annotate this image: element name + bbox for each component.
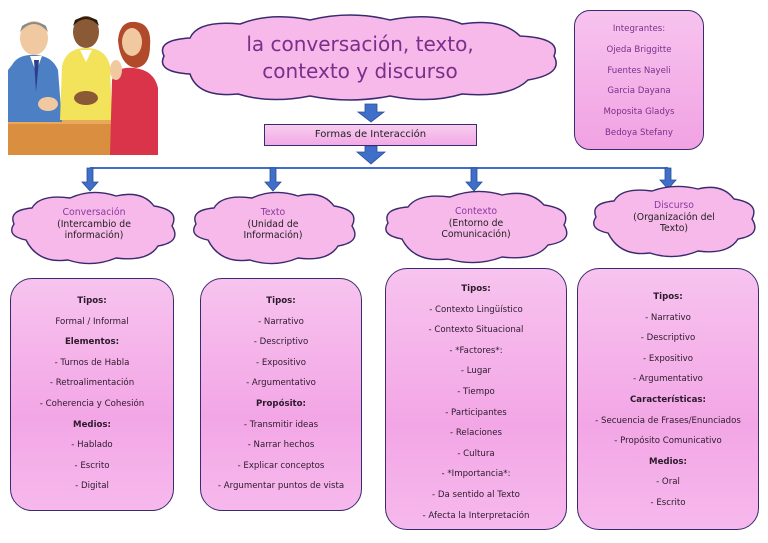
box-line: - Narrar hechos bbox=[247, 440, 315, 451]
box-line: - Afecta la Interpretación bbox=[422, 510, 530, 521]
box-line: - Digital bbox=[75, 481, 109, 492]
title-line-1: la conversación, texto, bbox=[246, 32, 474, 56]
formas-label: Formas de Interacción bbox=[314, 129, 427, 140]
box-line: - Turnos de Habla bbox=[54, 357, 130, 368]
detail-box-conversacion: Tipos: Formal / Informal Elementos: - Tu… bbox=[10, 278, 174, 511]
box-line: - Hablado bbox=[71, 440, 113, 451]
box-line: Tipos: bbox=[266, 296, 296, 306]
detail-box-texto: Tipos: - Narrativo - Descriptivo - Expos… bbox=[200, 278, 362, 511]
connector-arrows bbox=[81, 103, 677, 192]
member-name: Ojeda Briggitte bbox=[606, 44, 672, 55]
box-line: - Argumentar puntos de vista bbox=[217, 481, 345, 492]
box-line: - Expositivo bbox=[642, 353, 694, 364]
node-desc: Comunicación) bbox=[441, 229, 511, 241]
box-line: Tipos: bbox=[653, 292, 683, 302]
member-name: Moposita Gladys bbox=[603, 107, 675, 118]
down-arrow-icon bbox=[355, 145, 387, 165]
node-desc: (Unidad de bbox=[247, 218, 299, 230]
box-line: - Cultura bbox=[457, 448, 495, 459]
detail-box-discurso: Tipos: - Narrativo - Descriptivo - Expos… bbox=[577, 268, 759, 530]
page-title: la conversación, texto, contexto y discu… bbox=[200, 31, 520, 85]
title-cloud bbox=[161, 14, 557, 101]
node-name: Texto bbox=[260, 207, 286, 218]
node-label-texto: Texto (Unidad de Información) bbox=[202, 207, 344, 242]
member-name: Garcia Dayana bbox=[607, 86, 671, 97]
box-line: - Participantes bbox=[445, 407, 507, 418]
box-line: - Retroalimentación bbox=[49, 378, 135, 389]
box-line: - Descriptivo bbox=[253, 337, 309, 348]
node-cloud-conversacion bbox=[11, 191, 176, 265]
detail-box-contexto: Tipos: - Contexto Lingüístico - Contexto… bbox=[385, 268, 567, 530]
box-line: - Relaciones bbox=[450, 428, 502, 439]
box-line: Tipos: bbox=[77, 296, 107, 306]
box-line: Características: bbox=[630, 394, 706, 405]
members-heading: Integrantes: bbox=[612, 24, 666, 34]
node-desc: (Organización del bbox=[633, 211, 715, 223]
node-cloud-discurso bbox=[593, 185, 756, 258]
down-arrow-icon bbox=[356, 103, 386, 123]
member-name: Bedoya Stefany bbox=[605, 127, 673, 138]
box-line: Elementos: bbox=[64, 337, 120, 348]
box-line: - Narrativo bbox=[645, 312, 691, 323]
member-name: Fuentes Nayeli bbox=[607, 65, 671, 76]
conversation-illustration bbox=[8, 16, 158, 155]
box-line: Tipos: bbox=[461, 284, 491, 294]
node-cloud-contexto bbox=[385, 190, 568, 264]
box-line: - Argumentativo bbox=[246, 378, 316, 389]
node-label-discurso: Discurso (Organización del Texto) bbox=[600, 200, 748, 235]
node-name: Contexto bbox=[454, 206, 498, 217]
box-line: - *Importancia*: bbox=[441, 469, 511, 480]
node-desc: información) bbox=[64, 230, 124, 242]
box-line: - Oral bbox=[656, 477, 680, 488]
down-arrow-icon bbox=[264, 167, 282, 192]
box-line: - Expositivo bbox=[255, 357, 307, 368]
box-line: - Tiempo bbox=[457, 386, 495, 397]
node-label-conversacion: Conversación (Intercambio de información… bbox=[20, 207, 168, 242]
node-name: Discurso bbox=[654, 200, 694, 211]
box-line: - Secuencia de Frases/Enunciados bbox=[595, 415, 741, 426]
box-line: - Lugar bbox=[460, 366, 492, 377]
box-line: - *Factores*: bbox=[449, 345, 503, 356]
box-line: - Transmitir ideas bbox=[243, 419, 319, 430]
node-cloud-texto bbox=[193, 191, 356, 265]
formas-interaccion-box: Formas de Interacción bbox=[264, 124, 477, 146]
box-line: - Propósito Comunicativo bbox=[614, 436, 722, 447]
members-box: Integrantes: Ojeda Briggitte Fuentes Nay… bbox=[574, 10, 704, 150]
down-arrow-icon bbox=[659, 167, 677, 190]
box-line: - Explicar conceptos bbox=[237, 460, 325, 471]
box-line: - Argumentativo bbox=[633, 374, 703, 385]
node-desc: Texto) bbox=[659, 223, 689, 235]
box-line: Formal / Informal bbox=[55, 316, 129, 327]
node-desc: Información) bbox=[243, 230, 303, 242]
box-line: - Escrito bbox=[74, 460, 110, 471]
down-arrow-icon bbox=[81, 167, 99, 192]
box-line: - Da sentido al Texto bbox=[432, 489, 520, 500]
node-label-contexto: Contexto (Entorno de Comunicación) bbox=[396, 206, 556, 241]
box-line: Medios: bbox=[73, 419, 111, 430]
box-line: - Descriptivo bbox=[640, 333, 696, 344]
node-name: Conversación bbox=[62, 207, 126, 218]
box-line: - Contexto Lingüístico bbox=[429, 304, 523, 315]
box-line: - Contexto Situacional bbox=[428, 325, 524, 336]
node-desc: (Intercambio de bbox=[57, 218, 131, 230]
down-arrow-icon bbox=[465, 167, 483, 192]
box-line: Medios: bbox=[649, 456, 687, 467]
box-line: Propósito: bbox=[255, 398, 306, 409]
box-line: - Coherencia y Cohesión bbox=[39, 398, 145, 409]
box-line: - Narrativo bbox=[258, 316, 304, 327]
node-desc: (Entorno de bbox=[448, 217, 504, 229]
title-line-2: contexto y discurso bbox=[262, 59, 458, 83]
box-line: - Escrito bbox=[650, 497, 686, 508]
